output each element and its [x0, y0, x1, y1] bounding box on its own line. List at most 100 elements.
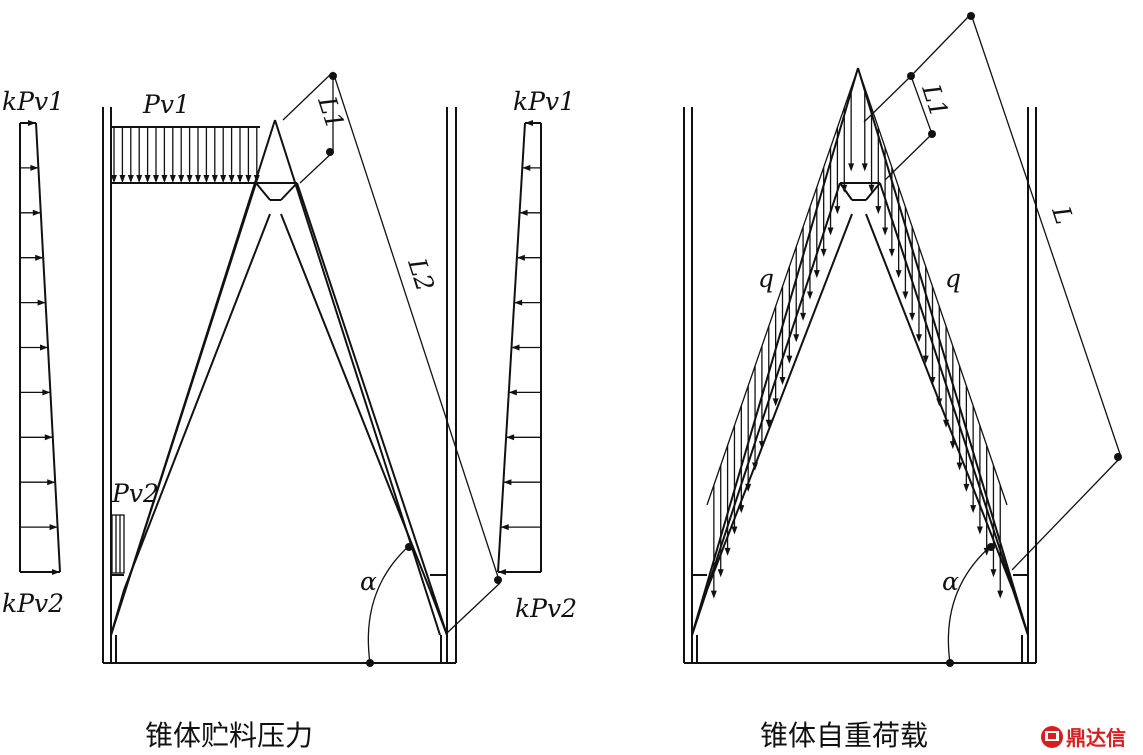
arrow-head-icon	[990, 569, 997, 578]
label-l1-right: L1	[916, 80, 954, 121]
caption-left: 锥体贮料压力	[145, 719, 313, 752]
left-silo-walls	[102, 107, 457, 664]
arrow-head-icon	[949, 441, 956, 450]
arrow-head-icon	[943, 419, 950, 428]
arrow-head-icon	[738, 505, 745, 514]
arrow-head-icon	[888, 248, 895, 257]
label-q-right: q	[945, 264, 961, 293]
right-cone	[691, 67, 1029, 663]
arrow-head-icon	[153, 175, 159, 183]
label-kpv1-left: kPv1	[2, 87, 64, 116]
label-q-left: q	[758, 264, 774, 293]
arrow-head-icon	[731, 526, 738, 535]
caption-right: 锥体自重荷载	[760, 719, 928, 752]
arrow-head-icon	[902, 291, 909, 300]
left-pressure-arrows	[20, 120, 60, 575]
arrow-head-icon	[144, 175, 151, 183]
arrow-head-icon	[111, 175, 117, 183]
label-pv2: Pv2	[111, 479, 159, 508]
arrow-head-icon	[882, 227, 889, 236]
left-cone	[110, 119, 448, 663]
arrow-head-icon	[758, 441, 765, 450]
watermark: 鼎达信	[1041, 726, 1126, 750]
arrow-head-icon	[500, 524, 509, 531]
dim-tick-icon	[967, 12, 975, 20]
arrow-head-icon	[976, 526, 983, 535]
right-pressure-arrows	[498, 120, 541, 575]
arrow-head-icon	[929, 377, 936, 385]
top-load-pv1	[111, 126, 297, 184]
arrow-head-icon	[800, 312, 807, 321]
arrow-head-icon	[793, 334, 800, 343]
dingdaxin-logo-icon	[1041, 726, 1063, 748]
arrow-head-icon	[983, 547, 990, 556]
arrow-head-icon	[909, 312, 916, 321]
arrow-head-icon	[724, 547, 731, 556]
arrow-head-icon	[203, 175, 210, 183]
self-weight-load	[706, 67, 1008, 599]
arrow-head-icon	[875, 206, 882, 215]
arrow-head-icon	[848, 163, 855, 172]
arrow-head-icon	[47, 479, 56, 486]
arrow-head-icon	[786, 355, 793, 364]
arrow-head-icon	[511, 344, 520, 351]
arrow-head-icon	[717, 569, 724, 578]
arrow-head-icon	[820, 248, 827, 257]
right-lateral-pressure	[497, 120, 542, 575]
arrow-head-icon	[868, 184, 875, 193]
arrow-head-icon	[169, 175, 176, 183]
arrow-head-icon	[519, 209, 528, 216]
left-angle-arc	[366, 543, 413, 667]
arrow-head-icon	[195, 175, 201, 183]
arrow-head-icon	[963, 483, 970, 492]
arrow-head-icon	[834, 206, 841, 215]
arrow-head-icon	[772, 398, 779, 407]
bottom-load-pv2	[111, 514, 125, 574]
dim-tick-icon	[326, 148, 334, 156]
left-dimension-lines	[282, 71, 502, 634]
arrow-head-icon	[498, 569, 506, 575]
arrow-head-icon	[508, 389, 517, 396]
watermark-text: 鼎达信	[1066, 726, 1126, 750]
arrow-head-icon	[745, 483, 752, 492]
arrow-head-icon	[136, 175, 143, 183]
arrow-head-icon	[28, 120, 36, 126]
arrow-head-icon	[841, 184, 848, 193]
arrow-head-icon	[506, 434, 515, 441]
arrow-head-icon	[32, 209, 41, 216]
arrow-head-icon	[44, 434, 53, 441]
label-alpha-right: α	[942, 567, 959, 596]
arrow-head-icon	[970, 505, 977, 514]
arrow-head-icon	[895, 270, 902, 279]
dim-tick-icon	[494, 576, 502, 584]
arrow-head-icon	[186, 175, 193, 183]
arrow-head-icon	[752, 462, 759, 471]
arrow-head-icon	[161, 175, 168, 183]
label-l1-left: L1	[312, 92, 350, 133]
arrow-head-icon	[40, 344, 48, 351]
arrow-head-icon	[710, 590, 717, 599]
right-diagram: q q L1 L α 锥体自重荷载	[683, 12, 1122, 752]
arrow-head-icon	[49, 524, 58, 531]
arrow-head-icon	[37, 299, 46, 306]
arrow-head-icon	[516, 254, 525, 261]
dim-tick-icon	[1114, 453, 1122, 461]
dim-tick-icon	[907, 72, 915, 80]
top-load-arrows	[111, 127, 260, 183]
arrow-head-icon	[806, 291, 813, 300]
label-alpha-left: α	[360, 567, 377, 596]
right-dimension-lines	[863, 12, 1122, 571]
arrow-head-icon	[237, 175, 243, 183]
left-diagram: kPv1 kPv2 kPv1 kPv2 Pv1 Pv2 L1 L2 α 锥体贮料…	[2, 71, 577, 752]
arrow-head-icon	[525, 120, 533, 126]
arrow-head-icon	[813, 270, 820, 279]
arrow-head-icon	[127, 175, 134, 183]
dim-tick-icon	[928, 130, 936, 138]
label-pv1: Pv1	[142, 90, 190, 119]
arrow-head-icon	[915, 334, 922, 343]
arrow-head-icon	[779, 377, 786, 385]
arrow-head-icon	[220, 175, 227, 183]
right-silo-walls	[683, 107, 1037, 664]
label-kpv1-right: kPv1	[513, 87, 575, 116]
